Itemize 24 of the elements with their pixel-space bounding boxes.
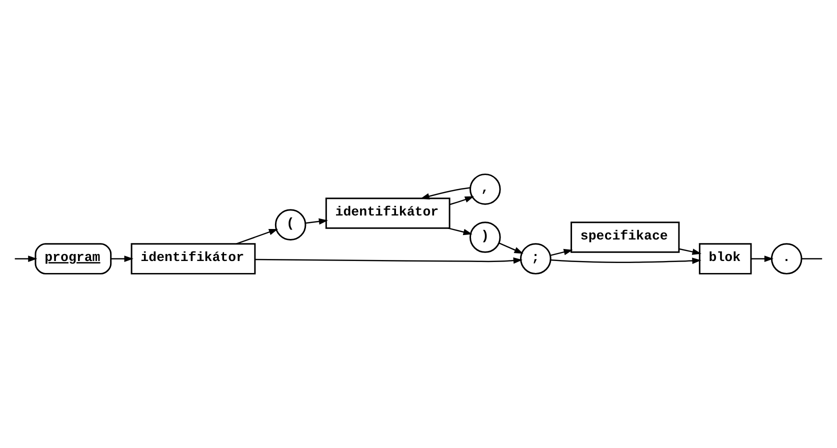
arrow [550, 258, 702, 264]
arrow [448, 228, 472, 236]
node-box: program [34, 243, 112, 274]
arrow [420, 187, 470, 200]
node-circle: ) [470, 222, 501, 253]
node-circle: ; [520, 243, 552, 274]
arrow [498, 242, 524, 254]
connector [802, 258, 822, 260]
arrow [550, 248, 573, 256]
node-box: specifikace [570, 222, 680, 253]
arrow [305, 218, 328, 225]
node-box: identifikátor [130, 243, 256, 274]
node-circle: . [770, 243, 802, 274]
arrow [14, 256, 38, 262]
arrow [236, 228, 278, 244]
arrow [111, 256, 134, 262]
arrow [751, 256, 774, 262]
node-box: identifikátor [325, 198, 450, 229]
arrow [678, 248, 702, 255]
node-box: blok [698, 243, 752, 274]
arrow [450, 196, 474, 206]
arrow [254, 257, 523, 264]
node-circle: , [470, 174, 501, 205]
node-circle: ( [274, 209, 306, 240]
